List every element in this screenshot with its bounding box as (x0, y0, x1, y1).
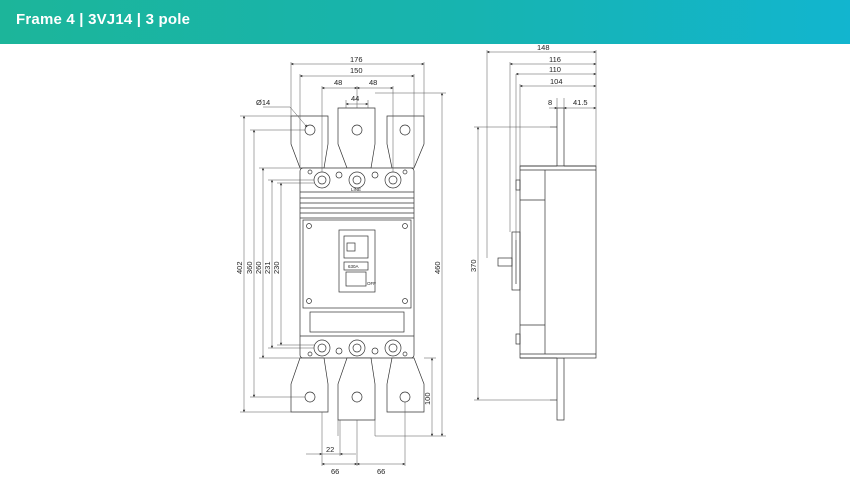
dim-260: 260 (254, 261, 263, 274)
dim-48-left: 48 (334, 78, 342, 87)
side-view (497, 107, 597, 421)
front-dimension-lines (240, 62, 446, 466)
dimension-drawing: LINE OFF 630A (235, 43, 597, 476)
dim-231: 231 (263, 261, 272, 274)
dim-44: 44 (351, 94, 359, 103)
side-housing (519, 165, 597, 359)
front-view (290, 107, 425, 421)
top-terminal-left (290, 115, 329, 169)
dim-100: 100 (423, 392, 432, 405)
dim-370: 370 (469, 259, 478, 272)
dim-176: 176 (350, 55, 363, 64)
hole-top-right (399, 124, 411, 136)
page-title: Frame 4 | 3VJ14 | 3 pole (16, 11, 191, 28)
dim-402: 402 (235, 261, 244, 274)
dim-41-5: 41.5 (573, 98, 588, 107)
dim-116: 116 (549, 55, 561, 64)
dim-8: 8 (548, 98, 552, 107)
dim-460: 460 (433, 261, 442, 274)
top-terminal-right (386, 115, 425, 169)
dim-66-right: 66 (377, 467, 385, 476)
rating-label: 630A (348, 264, 359, 269)
bottom-terminal-right (386, 357, 425, 413)
rating-plate (343, 261, 369, 271)
bottom-terminal-center (337, 357, 376, 421)
drawing-canvas: LINE OFF 630A (0, 43, 850, 489)
dim-48-right: 48 (369, 78, 377, 87)
dim-360: 360 (245, 261, 254, 274)
off-label: OFF (367, 281, 376, 286)
dim-22: 22 (326, 445, 334, 454)
handle-window (338, 229, 376, 293)
top-terminal-center (337, 107, 376, 169)
dim-hole-diameter: Ø14 (256, 98, 270, 107)
dim-150: 150 (350, 66, 363, 75)
dim-66-left: 66 (331, 467, 339, 476)
dim-148: 148 (537, 44, 550, 52)
dim-104: 104 (550, 77, 563, 86)
toggle-handle (343, 235, 369, 259)
side-dimension-lines (474, 50, 597, 401)
header-banner: Frame 4 | 3VJ14 | 3 pole (0, 0, 850, 44)
dim-230: 230 (272, 261, 281, 274)
bottom-terminal-left (290, 357, 329, 413)
hole-top-center (351, 124, 363, 136)
dim-110: 110 (549, 65, 561, 74)
line-label: LINE (351, 187, 361, 192)
